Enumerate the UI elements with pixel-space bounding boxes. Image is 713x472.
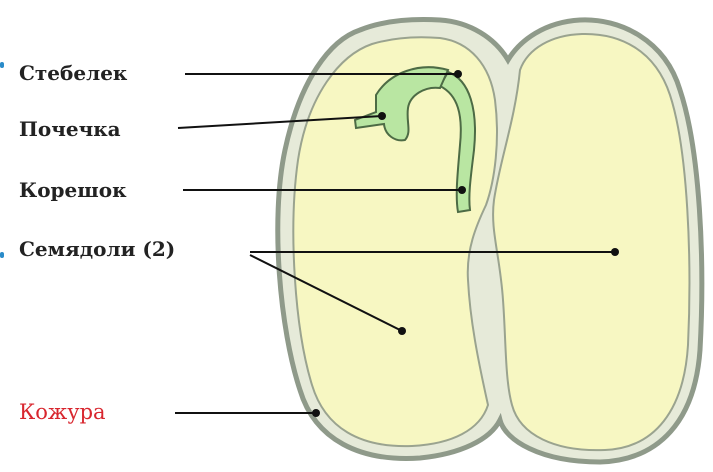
leader-dot-cotyledon-left [398,327,406,335]
leader-dot-bud [378,112,386,120]
leader-dot-stem [454,70,462,78]
label-root: Корешок [19,179,127,201]
label-seed-coat: Кожура [19,401,106,423]
right-cotyledon [493,34,689,450]
leader-dot-cotyledon-right [611,248,619,256]
leader-dot-seed-coat [312,409,320,417]
label-cotyledons: Семядоли (2) [19,238,175,260]
edge-marker-middle [0,252,4,258]
leader-dot-root [458,186,466,194]
label-bud: Почечка [19,118,121,140]
edge-marker-top [0,62,4,68]
label-stem: Стебелек [19,62,127,84]
